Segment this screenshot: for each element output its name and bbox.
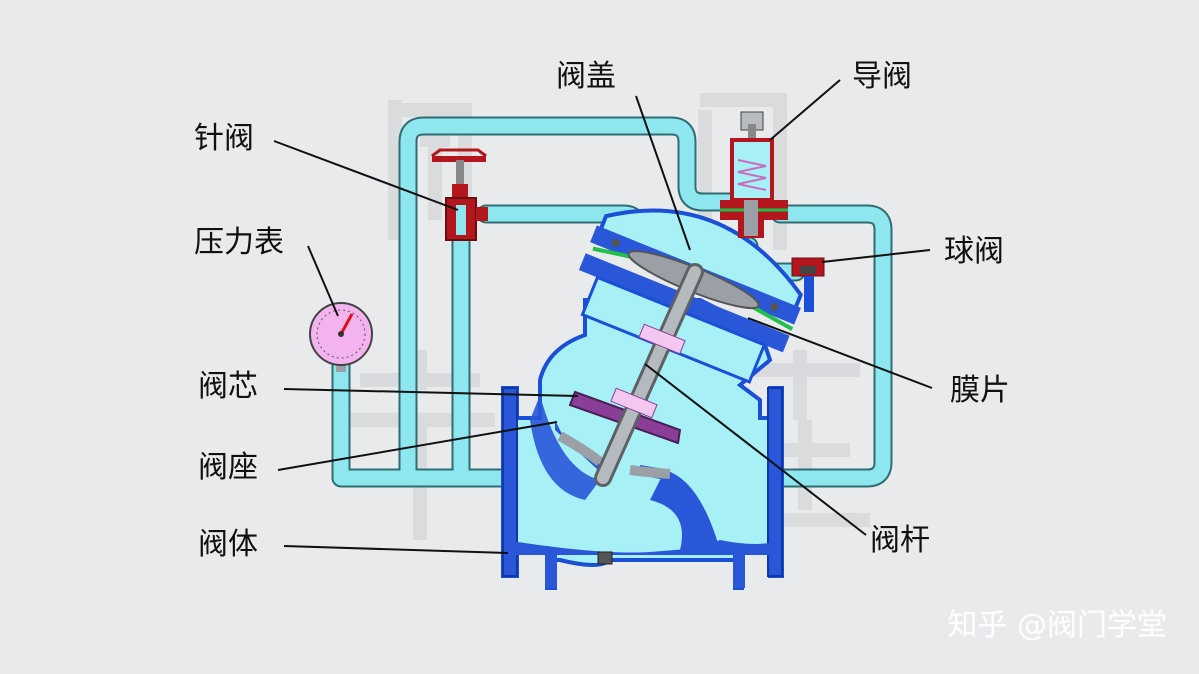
- label-valve-core: 阀芯: [198, 369, 258, 404]
- label-stem: 阀杆: [870, 523, 930, 558]
- label-needle-valve: 针阀: [194, 121, 254, 156]
- watermark-text: 知乎 @阀门学堂: [947, 608, 1167, 643]
- valve-body: [501, 298, 784, 590]
- label-valve-body: 阀体: [198, 527, 258, 562]
- pressure-gauge: [309, 302, 373, 372]
- label-ball-valve: 球阀: [944, 234, 1004, 269]
- leader-lines: [273, 79, 933, 554]
- label-diaphragm: 膜片: [950, 373, 1010, 408]
- label-pilot-valve: 导阀: [852, 59, 912, 94]
- pilot-valve: [720, 111, 788, 238]
- label-valve-seat: 阀座: [198, 450, 258, 485]
- valve-seat: [555, 420, 671, 480]
- ball-valve: [791, 257, 825, 312]
- valve-stem: [594, 263, 704, 487]
- label-pressure-gauge: 压力表: [194, 225, 284, 260]
- label-bonnet: 阀盖: [556, 59, 616, 94]
